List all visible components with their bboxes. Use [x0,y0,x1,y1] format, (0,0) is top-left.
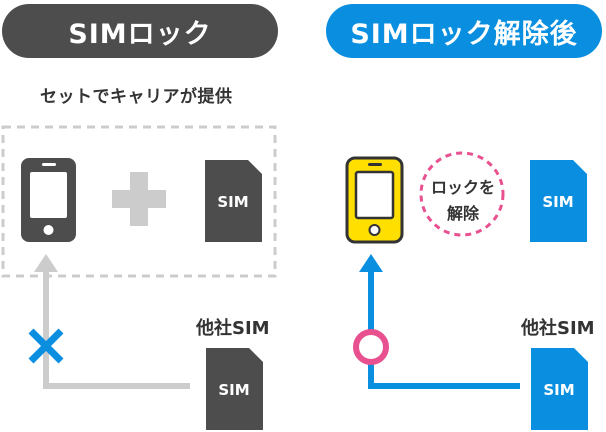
sim-unlock-title: SIMロック解除後 [326,4,602,58]
unlock-badge [419,151,505,237]
blocked-path-arrow [34,254,190,389]
other-sim-right-text: SIM [543,381,574,399]
unlock-line-2: 解除 [446,204,479,223]
sim-card-right-icon: SIM [530,160,587,242]
other-sim-left-text: SIM [218,381,249,399]
circle-ok-icon [353,329,389,365]
locked-phone-icon [21,158,76,242]
other-sim-left-label: 他社SIM [196,318,270,339]
carrier-caption: セットでキャリアが提供 [40,87,233,107]
allowed-path-arrow [359,254,520,389]
other-sim-right-label: 他社SIM [521,318,595,339]
sim-lock-title: SIMロック [2,4,278,58]
unlock-badge-text: ロックを 解除 [424,175,502,227]
other-sim-card-left-icon: SIM [206,348,263,430]
sim-right-text: SIM [542,193,573,211]
unlocked-phone-icon [345,156,404,244]
other-sim-card-right-icon: SIM [531,348,588,430]
plus-icon [112,172,166,226]
carrier-sim-card-icon: SIM [205,160,262,242]
unlock-line-1: ロックを [430,178,495,197]
cross-icon [28,328,64,364]
carrier-sim-text: SIM [217,193,248,211]
